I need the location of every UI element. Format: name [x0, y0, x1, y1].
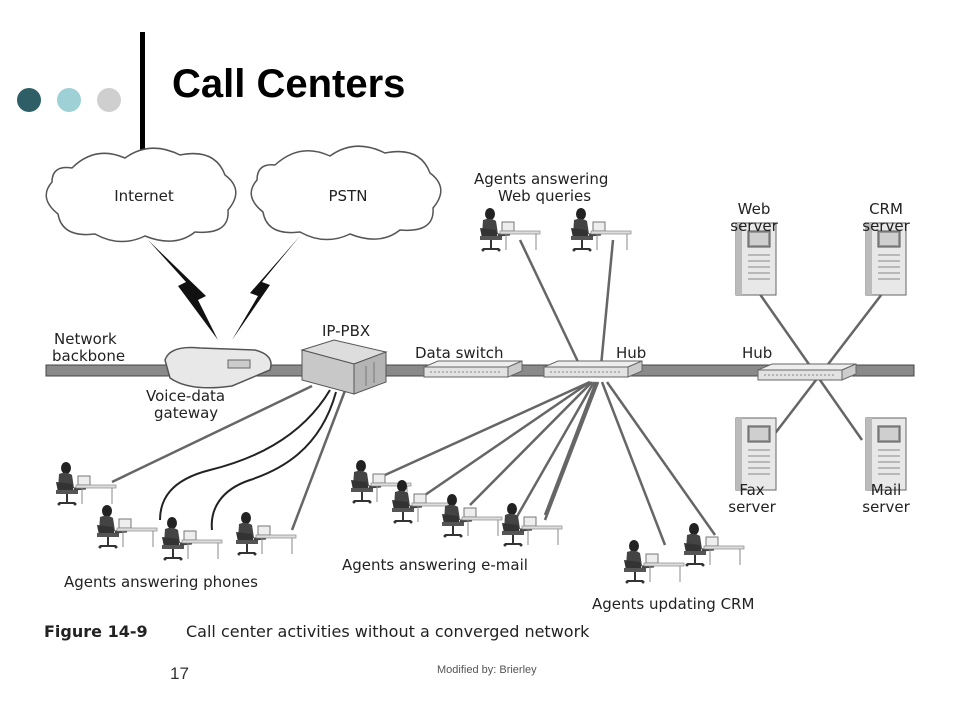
bullet-dot-teal	[57, 88, 81, 112]
network-backbone-label-line1: Network	[54, 330, 117, 348]
data-switch-label: Data switch	[415, 344, 503, 362]
web-server-label-line2: server	[730, 217, 778, 235]
voice-gateway-label-line1: Voice-data	[146, 387, 225, 405]
footer-text: Modified by: Brierley	[437, 664, 537, 676]
phone-agent-2	[95, 503, 159, 550]
web-agent-2	[569, 206, 633, 253]
bullet-dot-gray	[97, 88, 121, 112]
pstn-label: PSTN	[329, 187, 368, 205]
lightning-bolt-icon	[148, 236, 300, 340]
phone-cables	[159, 389, 337, 531]
email-agent-4	[500, 501, 564, 548]
title-divider	[140, 32, 145, 152]
crm-server-label-line2: server	[862, 217, 910, 235]
hub-left-device	[543, 360, 643, 378]
hub-left-label: Hub	[616, 344, 646, 362]
ip-pbx-label: IP-PBX	[322, 322, 370, 340]
phone-agent-4	[234, 510, 298, 557]
page-number: 17	[170, 664, 189, 683]
hub-right-device	[757, 363, 857, 381]
ip-pbx-device	[300, 339, 388, 395]
pstn-cloud: PSTN	[250, 145, 442, 241]
mail-server-label-line1: Mail	[871, 481, 901, 499]
internet-label: Internet	[114, 187, 174, 205]
crm-agent-1	[622, 538, 686, 585]
fax-server-icon	[735, 417, 777, 491]
phone-agent-1	[54, 460, 118, 507]
figure-caption-label: Figure 14-9	[44, 622, 148, 641]
hub-right-label: Hub	[742, 344, 772, 362]
voice-gateway-label-line2: gateway	[154, 404, 218, 422]
crm-agents-label: Agents updating CRM	[592, 595, 754, 613]
voice-data-gateway	[164, 346, 272, 389]
phone-agents-label: Agents answering phones	[64, 573, 258, 591]
figure-caption-text: Call center activities without a converg…	[186, 622, 590, 641]
data-switch-device	[423, 360, 523, 378]
web-server-label-line1: Web	[738, 200, 771, 218]
bullet-dot-dark	[17, 88, 41, 112]
crm-agent-2	[682, 521, 746, 568]
web-agent-1	[478, 206, 542, 253]
slide-title: Call Centers	[172, 62, 406, 106]
web-agents-label-line2: Web queries	[498, 187, 591, 205]
internet-cloud: Internet	[45, 147, 237, 243]
email-agent-3	[440, 492, 504, 539]
fax-server-label-line1: Fax	[739, 481, 764, 499]
phone-agent-3	[160, 515, 224, 562]
mail-server-icon	[865, 417, 907, 491]
crm-server-label-line1: CRM	[869, 200, 903, 218]
web-agents-label-line1: Agents answering	[474, 170, 608, 188]
email-agents-label: Agents answering e-mail	[342, 556, 528, 574]
fax-server-label-line2: server	[728, 498, 776, 516]
network-backbone-label-line2: backbone	[52, 347, 125, 365]
mail-server-label-line2: server	[862, 498, 910, 516]
